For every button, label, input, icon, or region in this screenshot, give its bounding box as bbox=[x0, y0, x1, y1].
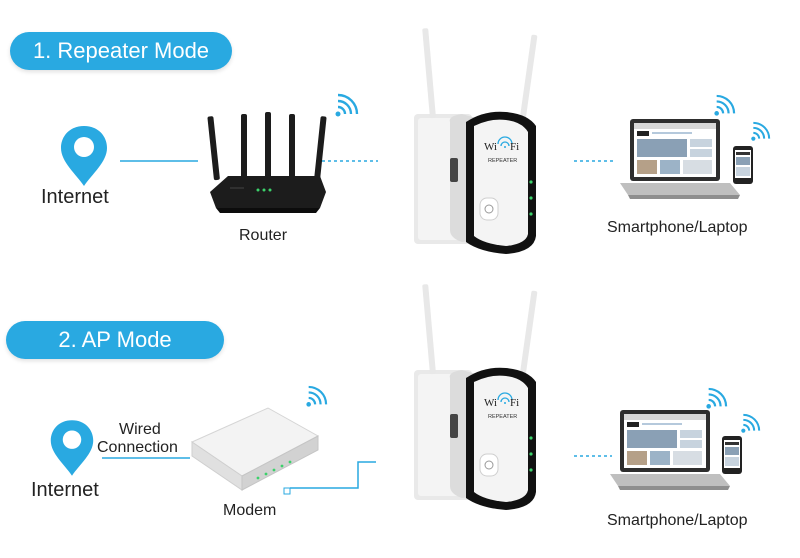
router-icon bbox=[207, 112, 327, 213]
svg-text:REPEATER: REPEATER bbox=[488, 158, 517, 164]
svg-text:REPEATER: REPEATER bbox=[488, 414, 517, 420]
smartphone-icon bbox=[722, 436, 742, 474]
smartphone-icon bbox=[733, 146, 753, 184]
ap-mode-title: 2. AP Mode bbox=[6, 321, 224, 359]
wired-label-line-1: Wired bbox=[119, 421, 161, 438]
wifi-signal-icon bbox=[751, 121, 771, 141]
laptop-icon bbox=[610, 410, 730, 490]
internet-label: Internet bbox=[41, 186, 109, 208]
location-pin-icon bbox=[50, 420, 94, 476]
repeater-device-icon: Wi Fi REPEATER bbox=[414, 28, 538, 254]
wifi-signal-icon bbox=[335, 93, 359, 117]
svg-text:Wi: Wi bbox=[484, 141, 497, 153]
modem-label: Modem bbox=[223, 502, 277, 519]
client-label: Smartphone/Laptop bbox=[607, 219, 748, 236]
wired-connection-label: Wired Connection bbox=[97, 421, 178, 457]
router-label: Router bbox=[239, 227, 288, 244]
modem-icon bbox=[190, 407, 320, 495]
repeater-mode-title: 1. Repeater Mode bbox=[10, 32, 232, 70]
laptop-icon bbox=[620, 119, 740, 199]
svg-text:Wi: Wi bbox=[484, 397, 497, 409]
wired-label-line-2: Connection bbox=[97, 439, 178, 456]
location-pin-icon bbox=[61, 126, 107, 186]
client-label: Smartphone/Laptop bbox=[607, 512, 748, 529]
repeater-device-icon: Wi Fi REPEATER bbox=[414, 284, 538, 510]
internet-label: Internet bbox=[31, 479, 99, 501]
svg-text:Fi: Fi bbox=[510, 397, 519, 409]
wifi-signal-icon bbox=[714, 94, 736, 116]
wifi-signal-icon bbox=[706, 387, 728, 409]
wifi-signal-icon bbox=[306, 385, 328, 407]
wifi-signal-icon bbox=[741, 413, 761, 433]
svg-text:Fi: Fi bbox=[510, 141, 519, 153]
